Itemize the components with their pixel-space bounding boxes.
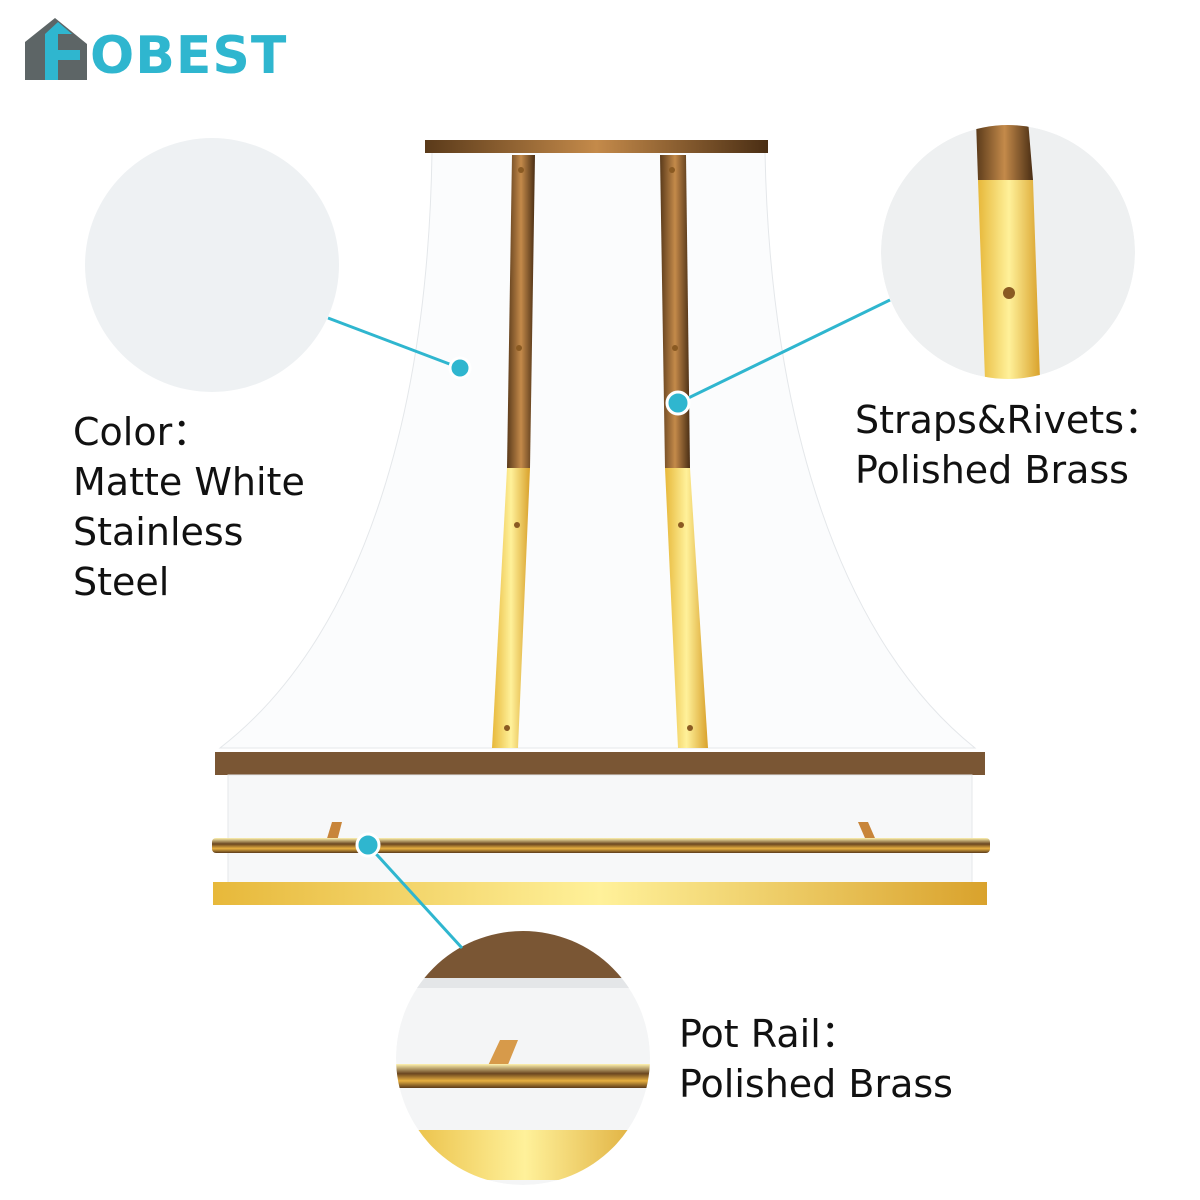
left-strap-upper (507, 155, 535, 468)
pot-rail-detail-circle (396, 931, 650, 1185)
label-line: Polished Brass (855, 448, 1129, 492)
brand-logo (25, 18, 87, 80)
straps-label: Straps&Rivets： Polished Brass (855, 395, 1162, 495)
label-line: Matte White (73, 460, 305, 504)
label-line: Stainless (73, 510, 244, 554)
logo-f-letter (45, 22, 80, 80)
right-strap-upper (660, 155, 690, 468)
left-strap-lower (492, 468, 530, 748)
range-hood (212, 140, 990, 905)
callout-lines (327, 298, 891, 950)
middle-band (215, 752, 985, 775)
pot-rail-label: Pot Rail： Polished Brass (679, 1009, 953, 1109)
label-line: Steel (73, 560, 170, 604)
strap-detail-circle (881, 125, 1135, 379)
logo-text: OBEST (90, 26, 288, 86)
rivets (504, 167, 693, 731)
pot-rail (212, 838, 990, 853)
callout-dots (355, 356, 691, 858)
label-line: Straps&Rivets： (855, 398, 1163, 442)
lower-box (227, 774, 973, 886)
right-strap-lower (665, 468, 708, 748)
label-line: Color： (73, 410, 211, 454)
color-label: Color： Matte White Stainless Steel (73, 407, 305, 607)
hood-body (218, 151, 977, 749)
label-line: Pot Rail： (679, 1012, 859, 1056)
top-cap-trim (425, 140, 768, 153)
label-line: Polished Brass (679, 1062, 953, 1106)
color-detail-circle (85, 138, 339, 392)
bottom-trim (213, 882, 987, 905)
